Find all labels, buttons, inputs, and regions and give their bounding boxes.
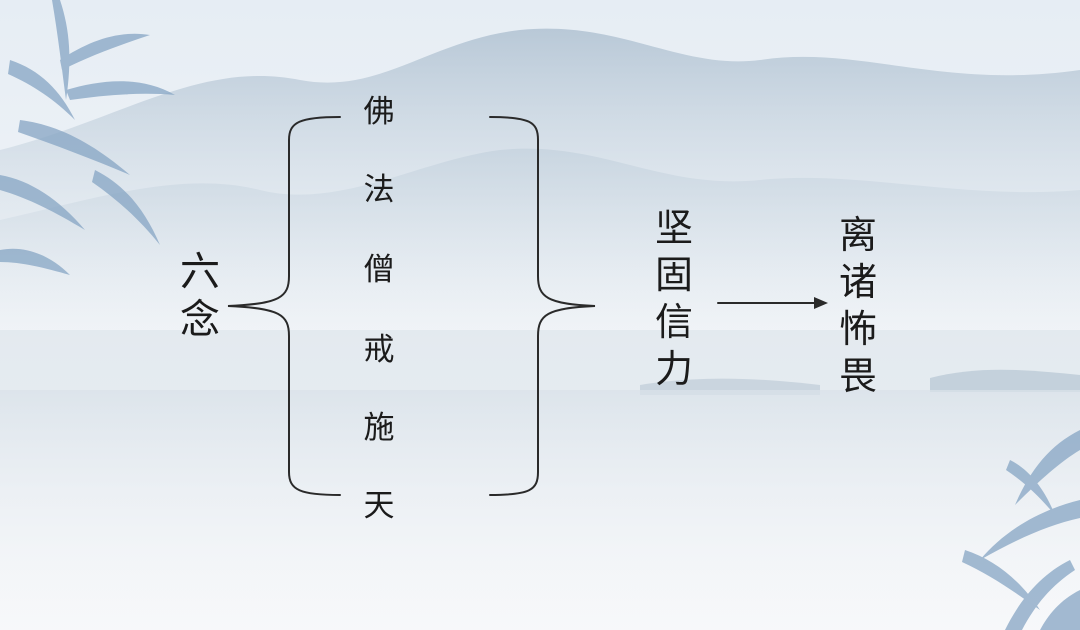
result-label: 坚 固 信 力 xyxy=(652,205,696,393)
result-char: 坚 xyxy=(654,206,693,250)
result-char: 固 xyxy=(654,253,693,297)
result-char: 力 xyxy=(654,347,693,391)
right-brace xyxy=(489,116,596,496)
item-label: 法 xyxy=(363,172,395,208)
result-char: 信 xyxy=(654,300,693,344)
bamboo-leaves-bottom-right xyxy=(962,430,1080,630)
arrow-head-icon xyxy=(814,297,828,309)
root-char: 念 xyxy=(180,297,220,343)
bamboo-leaves-top-left xyxy=(0,0,175,275)
root-char: 六 xyxy=(180,249,220,295)
item-label: 天 xyxy=(363,488,395,524)
item-label: 僧 xyxy=(363,252,395,288)
outcome-char: 畏 xyxy=(838,354,877,398)
item-label: 佛 xyxy=(363,94,395,130)
left-brace xyxy=(227,116,341,496)
outcome-char: 怖 xyxy=(838,307,877,351)
item-label: 施 xyxy=(363,410,395,446)
root-label: 六 念 xyxy=(178,248,222,344)
outcome-char: 诸 xyxy=(838,260,877,304)
outcome-label: 离 诸 怖 畏 xyxy=(836,212,880,400)
outcome-char: 离 xyxy=(838,213,877,257)
item-label: 戒 xyxy=(363,332,395,368)
